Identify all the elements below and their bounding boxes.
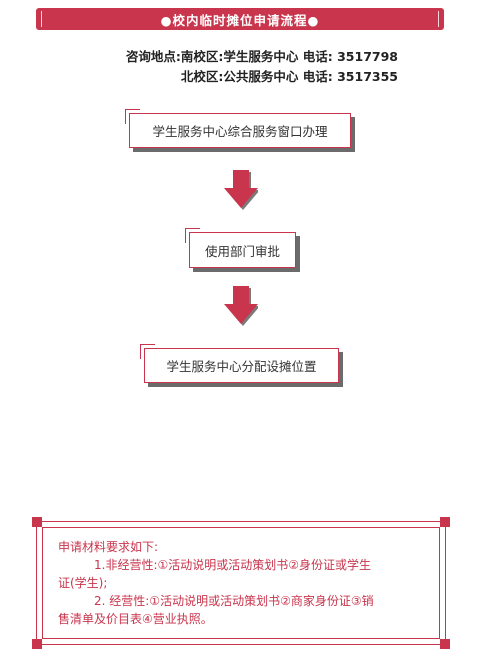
requirement-item-2-cont: 售清单及价目表④营业执照。	[58, 612, 213, 626]
frame-corner	[440, 517, 450, 527]
contact-north-campus: 北校区:公共服务中心 电话: 3517355	[180, 69, 398, 84]
flow-step-label: 学生服务中心分配设摊位置	[166, 359, 317, 374]
requirements-heading: 申请材料要求如下:	[58, 540, 159, 554]
contact-south-campus: 咨询地点:南校区:学生服务中心 电话: 3517798	[125, 49, 398, 64]
flow-step-department-approval: 使用部门审批	[185, 228, 296, 268]
down-arrow-icon	[224, 286, 258, 326]
flow-step-label: 学生服务中心综合服务窗口办理	[152, 124, 328, 139]
flow-step-service-window: 学生服务中心综合服务窗口办理	[125, 109, 351, 148]
flow-step-assign-location: 学生服务中心分配设摊位置	[140, 344, 339, 383]
requirement-item-2: 2. 经营性:①活动说明或活动策划书②商家身份证③销	[94, 594, 374, 608]
frame-corner	[32, 639, 42, 649]
requirements-frame	[36, 521, 446, 645]
page-title: ●校内临时摊位申请流程●	[36, 8, 444, 30]
frame-corner	[32, 517, 42, 527]
requirement-item-1-cont: 证(学生);	[58, 576, 108, 590]
requirements-text: 申请材料要求如下: 1.非经营性:①活动说明或活动策划书②身份证或学生 证(学生…	[58, 538, 430, 628]
frame-corner	[440, 639, 450, 649]
requirement-item-1: 1.非经营性:①活动说明或活动策划书②身份证或学生	[94, 558, 372, 572]
flow-step-label: 使用部门审批	[204, 243, 280, 259]
down-arrow-icon	[224, 170, 258, 210]
requirements-inner-frame	[42, 527, 440, 639]
